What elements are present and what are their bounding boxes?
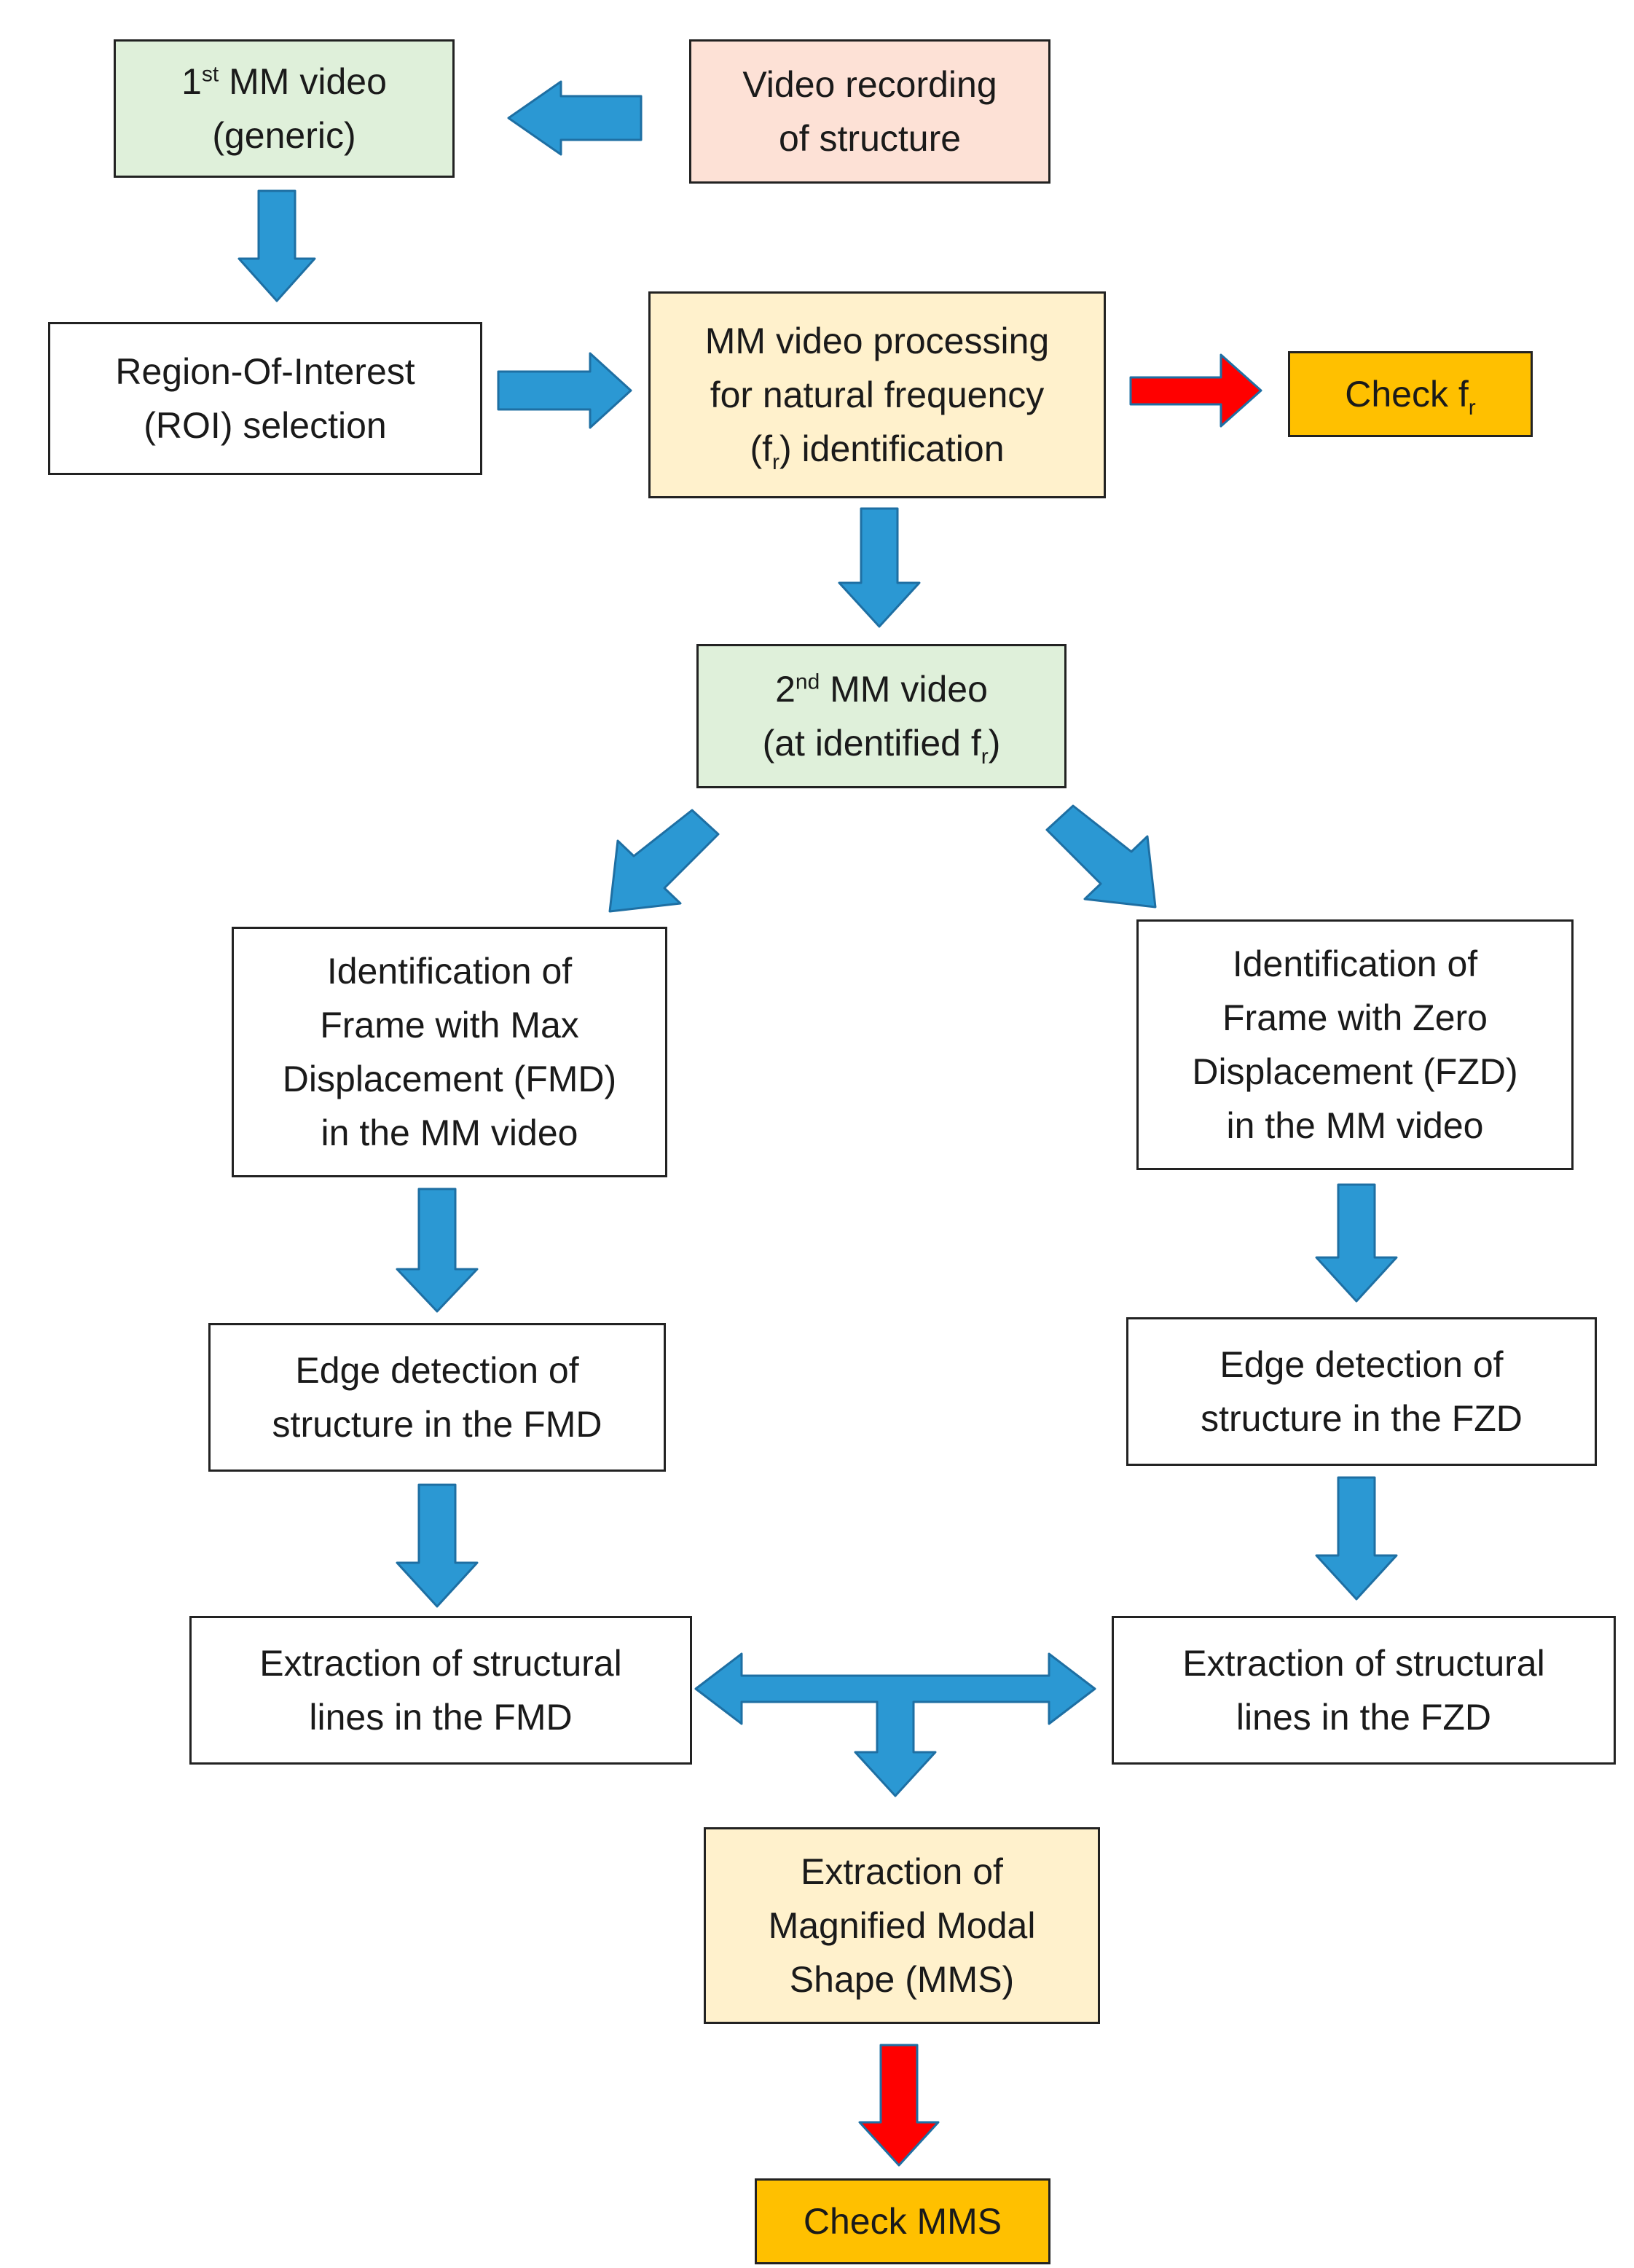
arrow-fzd-edge-to-lines [1315,1476,1398,1601]
arrow-processing-to-mm2 [838,507,921,628]
arrow-processing-to-check-fr [1129,353,1262,428]
node-mm-video-processing: MM video processing for natural frequenc… [648,291,1106,498]
node-video-recording: Video recording of structure [689,39,1050,184]
arrow-mm1-to-roi [237,189,316,302]
node-fmd-structural-lines: Extraction of structural lines in the FM… [189,1616,692,1765]
arrow-recording-to-mm1 [507,80,643,156]
node-magnified-modal-shape: Extraction of Magnified Modal Shape (MMS… [704,1827,1100,2024]
arrow-double-tee-to-mms [694,1652,1096,1797]
node-check-mms: Check MMS [755,2178,1050,2264]
arrow-roi-to-processing [497,352,632,429]
node-fzd-edge-detection: Edge detection of structure in the FZD [1126,1317,1597,1466]
arrow-fmd-ident-to-edge [396,1188,479,1313]
node-fzd-identification: Identification of Frame with Zero Displa… [1136,919,1574,1170]
node-check-fr: Check fr [1288,351,1533,437]
node-fmd-edge-detection: Edge detection of structure in the FMD [208,1323,666,1472]
arrow-fzd-ident-to-edge [1315,1183,1398,1303]
node-fmd-identification: Identification of Frame with Max Displac… [232,927,667,1177]
node-second-mm-video: 2nd MM video (at identified fr) [696,644,1067,788]
arrow-mm2-to-fmd-ident [608,809,720,913]
node-roi-selection: Region-Of-Interest (ROI) selection [48,322,482,475]
node-fzd-structural-lines: Extraction of structural lines in the FZ… [1112,1616,1616,1765]
node-first-mm-video: 1st MM video (generic) [114,39,455,178]
arrow-mm2-to-fzd-ident [1045,804,1157,909]
arrow-fmd-edge-to-lines [396,1483,479,1608]
arrow-mms-to-check-mms [858,2044,940,2167]
